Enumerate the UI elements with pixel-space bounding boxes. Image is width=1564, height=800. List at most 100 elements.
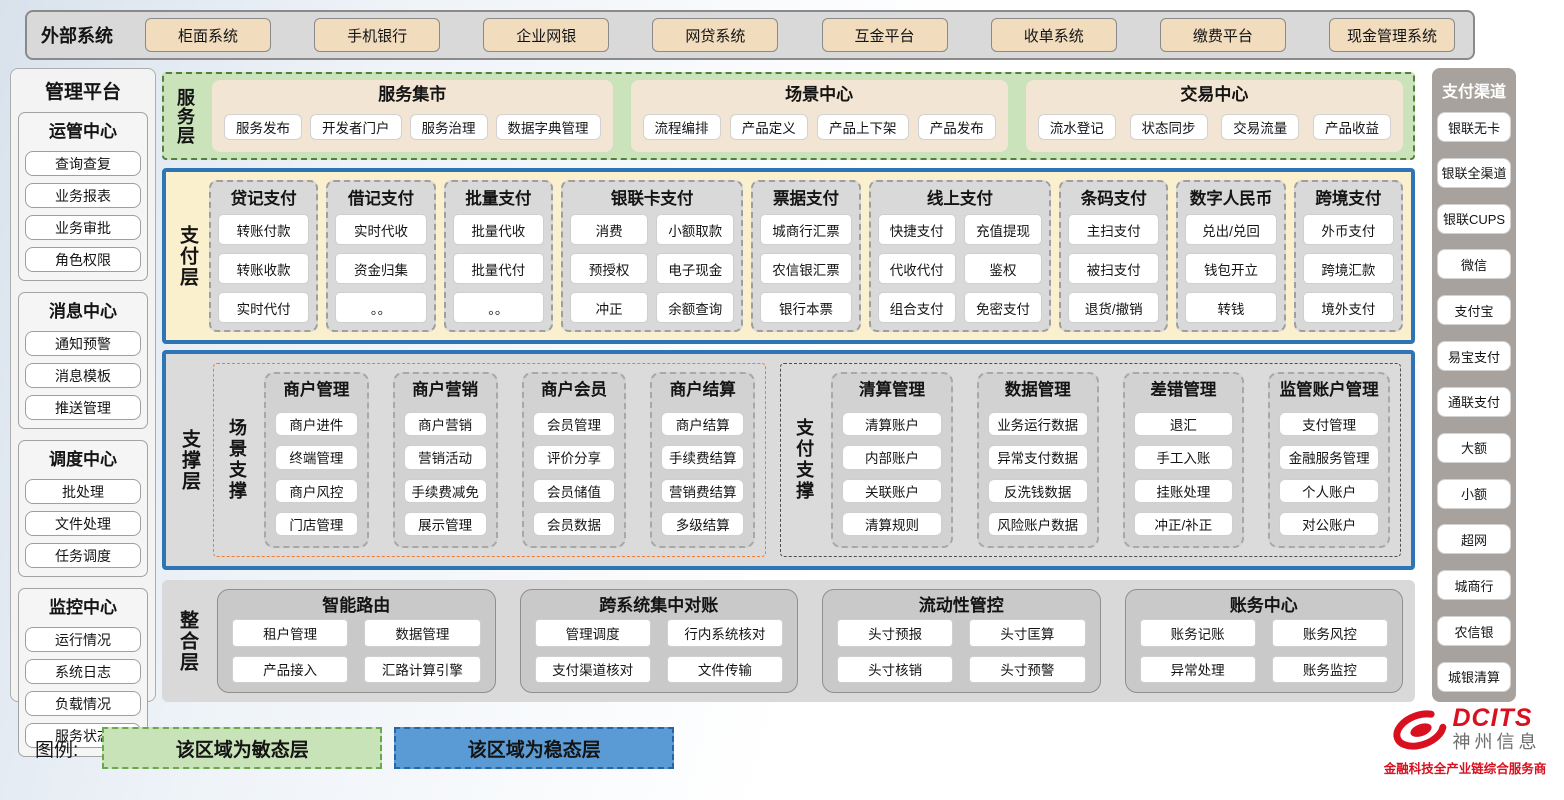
support-layer: 支撑层 场景支撑商户管理商户进件终端管理商户风控门店管理商户营销商户营销营销活动… (162, 350, 1415, 570)
support-group: 差错管理退汇手工入账挂账处理冲正/补正 (1122, 372, 1245, 548)
payment-group: 银联卡支付消费小额取款预授权电子现金冲正余额查询 (560, 180, 744, 332)
support-group: 数据管理业务运行数据异常支付数据反洗钱数据风险账户数据 (976, 372, 1099, 548)
payment-channels-title: 支付渠道 (1441, 84, 1506, 101)
payment-group-items: 外币支付跨境汇款境外支付 (1302, 214, 1395, 323)
external-system-box: 收单系统 (990, 18, 1117, 52)
sidebar-module-box: 系统日志 (25, 659, 141, 684)
payment-group: 线上支付快捷支付充值提现代收代付鉴权组合支付免密支付 (868, 180, 1052, 332)
payment-channel-box: 城银清算 (1437, 661, 1511, 692)
integration-module-box: 异常处理 (1139, 655, 1256, 683)
payment-module-box: 农信银汇票 (760, 253, 852, 284)
support-module-box: 异常支付数据 (987, 445, 1088, 470)
support-module-box: 冲正/补正 (1133, 511, 1234, 536)
integration-module-box: 文件传输 (666, 655, 783, 683)
payment-layer-label: 支付层 (177, 224, 198, 288)
integration-module-box: 头寸预报 (837, 619, 954, 647)
payment-group: 条码支付主扫支付被扫支付退货/撤销 (1059, 180, 1169, 332)
payment-module-box: 转账收款 (218, 253, 310, 284)
service-group: 服务集市服务发布开发者门户服务治理数据字典管理 (212, 80, 613, 152)
payment-module-box: 外币支付 (1302, 214, 1395, 245)
sidebar-module-box: 角色权限 (25, 247, 141, 272)
support-section: 支付支撑清算管理清算账户内部账户关联账户清算规则数据管理业务运行数据异常支付数据… (780, 363, 1401, 557)
payment-layer: 支付层 贷记支付转账付款转账收款实时代付借记支付实时代收资金归集。。批量支付批量… (162, 168, 1415, 344)
support-module-box: 反洗钱数据 (987, 478, 1088, 503)
dcits-logo-texts: DCITS 神州信息 (1453, 706, 1541, 754)
service-group-items: 流程编排产品定义产品上下架产品发布 (642, 108, 996, 145)
payment-module-box: 城商行汇票 (760, 214, 852, 245)
payment-group-items: 快捷支付充值提现代收代付鉴权组合支付免密支付 (877, 214, 1043, 323)
support-group: 商户会员会员管理评价分享会员储值会员数据 (521, 372, 627, 548)
support-module-box: 会员储值 (532, 478, 616, 503)
payment-module-box: 兑出/兑回 (1185, 214, 1277, 245)
support-group: 清算管理清算账户内部账户关联账户清算规则 (831, 372, 953, 548)
legend-agile-layer: 该区域为敏态层 (102, 727, 383, 769)
payment-module-box: 批量代付 (452, 253, 544, 284)
payment-module-box: 充值提现 (963, 214, 1043, 245)
sidebar-group: 调度中心批处理文件处理任务调度 (18, 440, 148, 577)
integration-group-title: 跨系统集中对账 (599, 596, 719, 615)
integration-module-box: 头寸核销 (837, 655, 954, 683)
payment-module-box: 跨境汇款 (1302, 253, 1395, 284)
legend-label: 图例: (35, 739, 79, 761)
integration-module-box: 账务风控 (1271, 619, 1388, 647)
service-module-box: 服务发布 (224, 113, 302, 140)
support-section: 场景支撑商户管理商户进件终端管理商户风控门店管理商户营销商户营销营销活动手续费减… (213, 363, 767, 557)
payment-module-box: 预授权 (569, 253, 649, 284)
support-module-box: 终端管理 (275, 445, 358, 470)
payment-module-box: 。。 (452, 292, 544, 323)
support-group-title: 商户结算 (669, 381, 736, 399)
sidebar-module-box: 消息模板 (25, 363, 141, 388)
sidebar-group: 消息中心通知预警消息模板推送管理 (18, 292, 148, 429)
payment-module-box: 退货/撤销 (1068, 292, 1160, 323)
sidebar-module-box: 业务审批 (25, 215, 141, 240)
support-group-title: 监管账户管理 (1279, 381, 1379, 399)
payment-module-box: 银行本票 (760, 292, 852, 323)
support-group: 商户结算商户结算手续费结算营销费结算多级结算 (650, 372, 756, 548)
integration-group: 智能路由租户管理数据管理产品接入汇路计算引擎 (217, 589, 496, 693)
support-section-label: 支付支撑 (794, 418, 815, 502)
integration-module-box: 租户管理 (232, 619, 349, 647)
service-module-box: 状态同步 (1129, 113, 1208, 140)
service-group-items: 服务发布开发者门户服务治理数据字典管理 (224, 108, 601, 145)
dcits-tagline: 金融科技全产业链综合服务商 (1383, 762, 1547, 776)
sidebar-group: 运管中心查询查复业务报表业务审批角色权限 (18, 112, 148, 281)
integration-module-box: 管理调度 (534, 619, 651, 647)
integration-module-box: 账务监控 (1271, 655, 1388, 683)
support-section-groups: 商户管理商户进件终端管理商户风控门店管理商户营销商户营销营销活动手续费减免展示管… (264, 372, 756, 548)
payment-channel-box: 银联全渠道 (1437, 157, 1511, 188)
service-module-box: 流水登记 (1037, 113, 1116, 140)
support-module-box: 业务运行数据 (987, 412, 1088, 437)
payment-channel-box: 易宝支付 (1437, 341, 1511, 372)
payment-module-box: 资金归集 (335, 253, 427, 284)
payment-module-box: 实时代付 (218, 292, 310, 323)
service-layer-groups: 服务集市服务发布开发者门户服务治理数据字典管理场景中心流程编排产品定义产品上下架… (212, 80, 1403, 152)
integration-layer-label: 整合层 (177, 609, 198, 673)
external-system-box: 柜面系统 (145, 18, 271, 52)
support-group-title: 商户会员 (540, 381, 607, 399)
external-system-box: 手机银行 (314, 18, 441, 52)
management-platform-sidebar: 管理平台 运管中心查询查复业务报表业务审批角色权限消息中心通知预警消息模板推送管… (10, 68, 156, 757)
support-module-box: 展示管理 (403, 511, 487, 536)
support-module-box: 手续费减免 (403, 478, 487, 503)
support-module-box: 手工入账 (1133, 445, 1234, 470)
support-module-box: 清算账户 (842, 412, 942, 437)
support-module-box: 会员管理 (532, 412, 616, 437)
support-module-box: 营销活动 (403, 445, 487, 470)
payment-module-box: 批量代收 (452, 214, 544, 245)
service-group: 场景中心流程编排产品定义产品上下架产品发布 (630, 80, 1008, 152)
support-module-box: 商户进件 (275, 412, 358, 437)
payment-group: 票据支付城商行汇票农信银汇票银行本票 (751, 180, 861, 332)
service-module-box: 产品发布 (917, 113, 996, 140)
support-module-box: 对公账户 (1279, 511, 1380, 536)
payment-group-items: 主扫支付被扫支付退货/撤销 (1068, 214, 1160, 323)
support-module-box: 内部账户 (842, 445, 942, 470)
payment-channel-box: 小额 (1437, 478, 1511, 509)
sidebar-group-title: 监控中心 (49, 598, 117, 617)
support-group: 商户营销商户营销营销活动手续费减免展示管理 (392, 372, 498, 548)
integration-layer: 整合层 智能路由租户管理数据管理产品接入汇路计算引擎跨系统集中对账管理调度行内系… (162, 580, 1415, 702)
payment-group-title: 银联卡支付 (610, 190, 694, 208)
sidebar-group-title: 运管中心 (49, 122, 117, 141)
payment-module-box: 代收代付 (877, 253, 956, 284)
payment-group-title: 票据支付 (773, 190, 840, 208)
